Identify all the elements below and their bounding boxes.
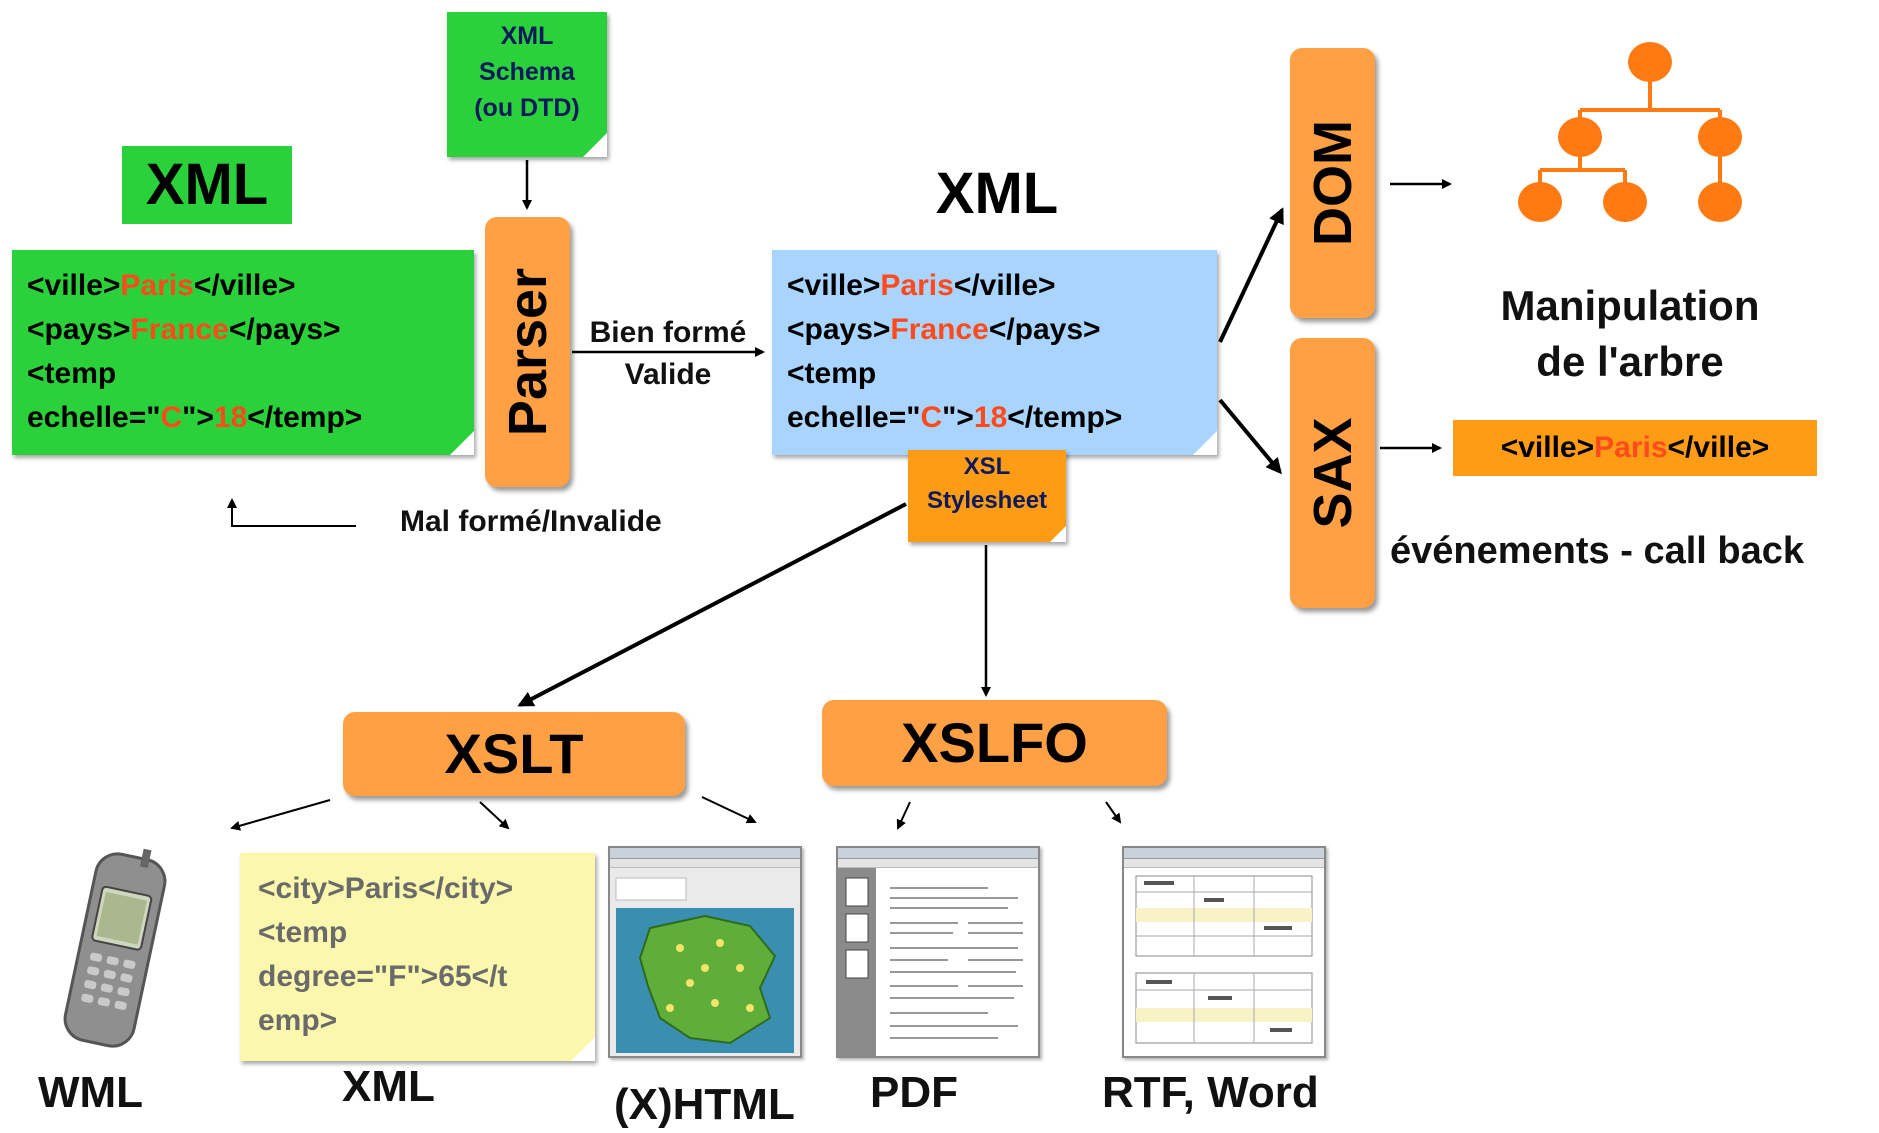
parser-label: Parser [497,267,558,437]
xhtml-screenshot [608,846,802,1058]
output-wml-label: WML [38,1068,144,1117]
code-line: <temp [258,916,348,949]
source-xml-note: <ville>Paris</ville> <pays>France</pays>… [12,250,474,455]
pdf-document-image [838,868,1038,1056]
arrow-xslfo-to-rtf [1105,801,1122,824]
mobile-phone-icon [63,848,167,1048]
arrow-xslt-to-wml [230,799,331,831]
code-line: <pays>France</pays> [787,313,1101,346]
pdf-screenshot [836,846,1040,1058]
output-rtf-word-label: RTF, Word [1102,1068,1319,1117]
code-line: degree="F">65</t [258,960,508,993]
tree-manipulation-label: Manipulation de l'arbre [1500,282,1760,385]
france-map-image [610,868,800,1056]
code-line: <city>Paris</city> [258,872,514,905]
arrow-xslt-to-xml [479,801,510,830]
parse-result-label: Bien formé Valide [589,316,747,391]
events-label: événements - call back [1390,530,1804,572]
arrow-xslfo-to-pdf [896,801,911,830]
output-pdf-label: PDF [870,1068,958,1117]
sax-event-box: <ville>Paris</ville> [1453,420,1817,476]
dom-box: DOM [1290,48,1375,318]
code-line: emp> [258,1004,338,1037]
xml-schema-note: XML Schema (ou DTD) [447,12,607,157]
code-line: <ville>Paris</ville> [27,269,296,302]
source-xml-title: XML [122,146,292,224]
arrow-error-back [227,498,356,527]
arrow-xsl-to-xslt [517,502,907,707]
arrow-xml-to-sax [1218,398,1282,475]
arrow-xslt-to-xhtml [701,796,757,824]
word-screenshot [1122,846,1326,1058]
arrow-xml-to-dom [1218,207,1284,343]
xml-output-note: <city>Paris</city> <temp degree="F">65</… [240,853,595,1061]
xslt-box: XSLT [343,712,685,796]
sax-label: SAX [1302,417,1363,529]
code-line: echelle="C">18</temp> [787,401,1123,434]
code-line: <pays>France</pays> [27,313,341,346]
code-line: echelle="C">18</temp> [27,401,363,434]
parser-box: Parser [485,217,570,487]
xsl-stylesheet-note: XSL Stylesheet [908,450,1066,542]
word-document-image [1124,868,1324,1056]
code-line: <temp [787,357,877,390]
output-xhtml-label: (X)HTML [614,1080,795,1129]
dom-label: DOM [1302,120,1363,246]
result-xml-note: <ville>Paris</ville> <pays>France</pays>… [772,250,1217,455]
result-xml-title: XML [935,161,1059,226]
sax-box: SAX [1290,338,1375,608]
output-xml-label: XML [342,1062,435,1111]
error-label: Mal formé/Invalide [400,505,662,538]
code-line: <ville>Paris</ville> [787,269,1056,302]
xslfo-box: XSLFO [822,700,1167,786]
code-line: <temp [27,357,117,390]
